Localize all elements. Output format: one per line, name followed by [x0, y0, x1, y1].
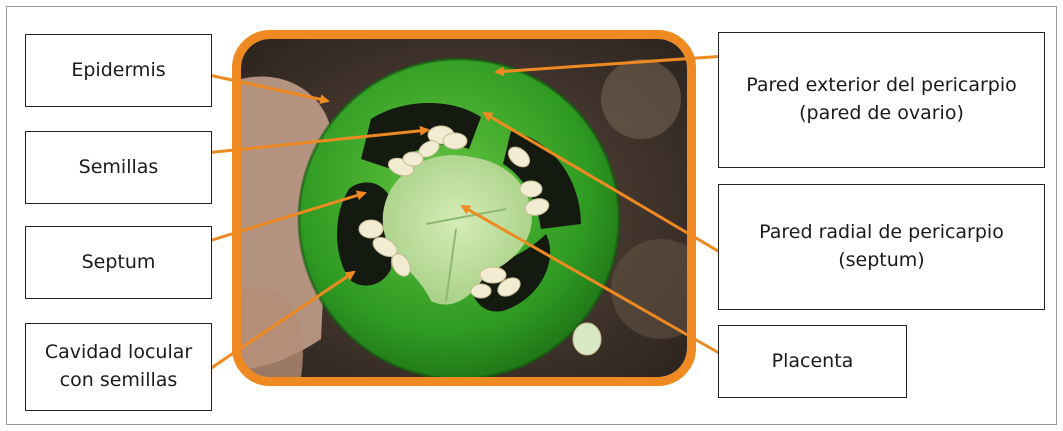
label-semillas: Semillas	[25, 131, 212, 204]
label-pared-exterior: Pared exterior del pericarpio (pared de …	[718, 32, 1045, 168]
label-septum: Septum	[25, 226, 212, 299]
label-pared-radial: Pared radial de pericarpio (septum)	[718, 184, 1045, 310]
label-cavidad-line1: Cavidad locular	[45, 339, 192, 367]
arrow-pared-exterior	[496, 55, 740, 72]
arrow-septum	[186, 193, 365, 248]
label-epidermis-text: Epidermis	[71, 57, 165, 85]
label-septum-text: Septum	[82, 249, 156, 277]
label-cavidad-line2: con semillas	[60, 367, 178, 395]
label-placenta-text: Placenta	[772, 348, 854, 376]
label-pared-exterior-line1: Pared exterior del pericarpio	[746, 72, 1017, 100]
label-semillas-text: Semillas	[79, 154, 159, 182]
label-pared-radial-line2: (septum)	[838, 247, 924, 275]
label-pared-exterior-line2: (pared de ovario)	[799, 100, 964, 128]
label-epidermis: Epidermis	[25, 34, 212, 107]
label-pared-radial-line1: Pared radial de pericarpio	[759, 219, 1004, 247]
label-placenta: Placenta	[718, 325, 907, 398]
arrow-semillas	[186, 130, 428, 155]
arrow-placenta	[462, 206, 740, 365]
label-cavidad-locular: Cavidad locular con semillas	[25, 323, 212, 411]
